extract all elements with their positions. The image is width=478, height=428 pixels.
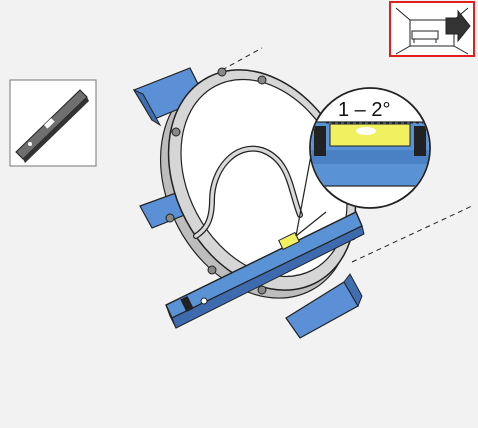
tool-box-spirit-level [9,79,97,167]
magnifier-callout: 1 – 2° [309,87,431,209]
spirit-level [165,211,365,329]
callout-connectors [295,149,327,237]
guide-lines [221,47,473,263]
angle-label: 1 – 2° [338,99,390,121]
mounting-bracket-lower-right [285,273,363,339]
power-cable [193,145,303,239]
next-step-box[interactable] [389,1,475,57]
spirit-level-icon [15,89,89,163]
arrow-right-icon [445,9,471,43]
